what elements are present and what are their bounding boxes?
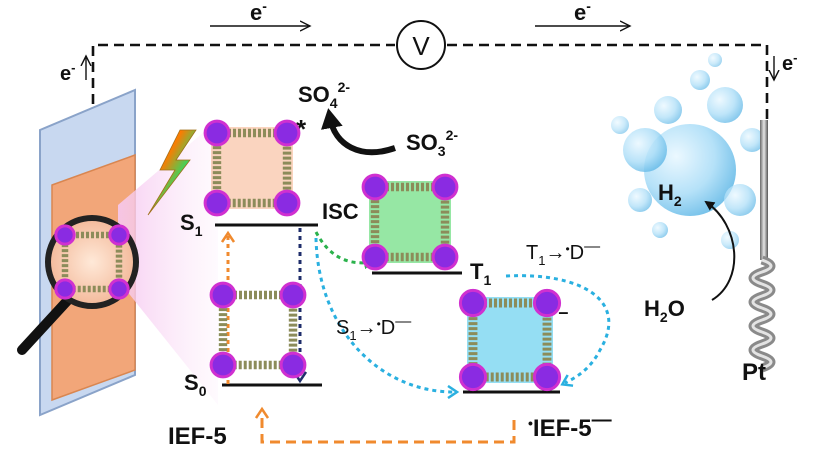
pt-coil-electrode (748, 120, 776, 373)
ief5-label: IEF-5 (168, 423, 227, 450)
pt-label: Pt (742, 359, 766, 386)
isc-label: ISC (322, 199, 359, 224)
framework-t1-icon (361, 173, 459, 271)
sulfite-label: SO32- (406, 127, 458, 159)
voltmeter: V (396, 20, 446, 70)
ief5-radical-label: •IEF-5— (528, 409, 612, 442)
framework-magnified-icon (54, 224, 130, 300)
s1-to-d-label: S1→•D— (336, 313, 411, 343)
regeneration-arrow (262, 412, 516, 444)
sulfate-label: SO42- (298, 79, 350, 111)
electron-label-left: e- (60, 60, 75, 85)
h2o-label: H2O (644, 296, 685, 325)
s0-label: S0 (184, 370, 207, 399)
s1-label: S1 (180, 210, 203, 239)
s1-to-radical-arrow (314, 237, 454, 392)
framework-s0-icon (209, 281, 307, 379)
t1-label: T1 (470, 259, 491, 288)
circuit-wire (91, 43, 769, 120)
framework-s1-icon (203, 119, 301, 217)
excited-star: * (296, 114, 307, 144)
isc-arrow (314, 231, 374, 270)
framework-radical-icon (458, 288, 562, 392)
light-beam (118, 120, 218, 405)
water-to-hydrogen-arrow (704, 200, 736, 301)
t1-to-radical-arrow (505, 274, 611, 383)
electron-label-top-left: e- (250, 0, 267, 25)
sacrificial-donor-arrow (321, 108, 396, 156)
bubbles (611, 53, 764, 249)
t1-to-d-label: T1→•D— (526, 238, 600, 268)
electron-label-right: e- (782, 50, 797, 75)
light-bolt-icon (147, 129, 197, 216)
electron-label-top-right: e- (574, 0, 591, 25)
h2-label: H2 (658, 180, 682, 209)
voltmeter-label: V (412, 31, 430, 61)
